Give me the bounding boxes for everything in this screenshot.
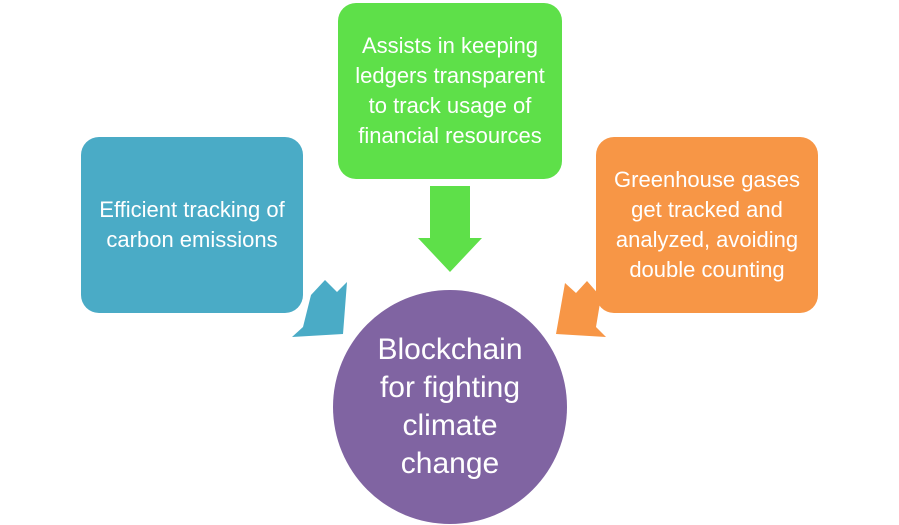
- carbon-tracking-box: Efficient tracking of carbon emissions: [81, 137, 303, 313]
- down-arrow-icon: [418, 186, 482, 272]
- center-circle-text: Blockchain for fighting climate change: [377, 333, 523, 480]
- transparent-ledgers-box: Assists in keeping ledgers transparent t…: [338, 3, 562, 179]
- blockchain-center-circle: Blockchain for fighting climate change: [333, 290, 567, 524]
- down-right-arrow-icon: [292, 280, 347, 337]
- transparent-ledgers-text: Assists in keeping ledgers transparent t…: [355, 33, 545, 148]
- greenhouse-gases-box: Greenhouse gases get tracked and analyze…: [596, 137, 818, 313]
- carbon-tracking-text: Efficient tracking of carbon emissions: [99, 197, 285, 252]
- greenhouse-gases-text: Greenhouse gases get tracked and analyze…: [614, 167, 800, 282]
- down-left-arrow-icon: [556, 281, 606, 337]
